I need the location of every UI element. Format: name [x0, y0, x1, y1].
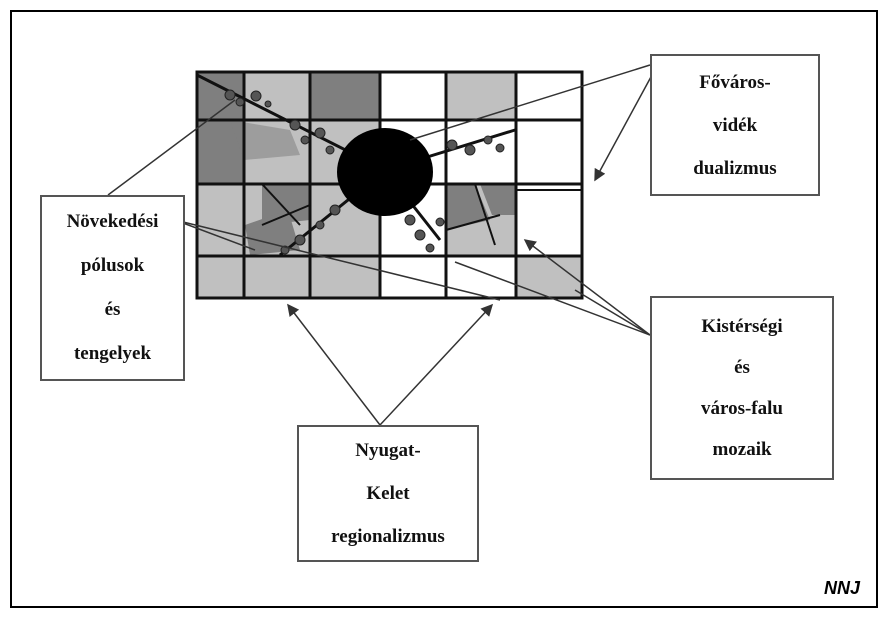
grid-patch [262, 184, 310, 225]
grid-cell [310, 72, 380, 120]
label-line: és [104, 299, 121, 320]
connector-nyugat-west [287, 303, 381, 426]
label-line: Kelet [366, 483, 410, 504]
grid-cell [516, 120, 582, 184]
grid-patch [230, 120, 300, 160]
nyugat-kelet-label-box: Nyugat- Kelet regionalizmus [297, 425, 479, 562]
novekedesi-polusok-label-box: Növekedési pólusok és tengelyek [40, 195, 185, 381]
kistersegi-mozaik-label-box: Kistérségi és város-falu mozaik [650, 296, 834, 480]
label-line: Növekedési [66, 211, 159, 232]
connector-kistersegi-3 [574, 289, 651, 336]
connector-fovaros-capital [409, 64, 651, 141]
author-signature: NNJ [824, 578, 861, 598]
grid-cell [244, 256, 310, 298]
connector-kistersegi-2 [454, 261, 651, 336]
label-line: város-falu [701, 398, 783, 419]
label-line: Nyugat- [355, 440, 421, 461]
label-line: pólusok [80, 255, 145, 276]
grid-cell [446, 72, 516, 120]
grid-cell [197, 184, 244, 256]
label-line: regionalizmus [331, 526, 445, 547]
grid-patch [245, 210, 300, 255]
grid-cell [380, 72, 446, 120]
grid-patch [480, 184, 516, 215]
label-line: vidék [712, 114, 758, 136]
label-line: dualizmus [693, 157, 777, 179]
label-line: Főváros- [699, 71, 771, 93]
grid-cell [516, 184, 582, 256]
connector-novekedesi-axis1 [174, 219, 256, 251]
grid-cell [446, 120, 516, 184]
label-line: Kistérségi [701, 316, 783, 337]
grid-cell [310, 256, 380, 298]
growth-clusters [224, 89, 505, 255]
connector-lines [107, 64, 653, 426]
label-line: és [734, 357, 750, 378]
connector-kistersegi-1 [523, 239, 651, 336]
connector-nyugat-east [379, 303, 494, 426]
fovaros-videk-label-box: Főváros- vidék dualizmus [650, 54, 820, 196]
connector-novekedesi-pole [107, 99, 236, 196]
label-line: tengelyek [73, 343, 152, 364]
connector-fovaros-country [594, 74, 653, 182]
capital-city-dot [337, 128, 433, 216]
grid-cell [197, 256, 244, 298]
connector-novekedesi-axis2 [174, 219, 501, 301]
grid-cell [380, 256, 446, 298]
label-line: mozaik [712, 439, 772, 460]
grid-cell [516, 256, 582, 298]
